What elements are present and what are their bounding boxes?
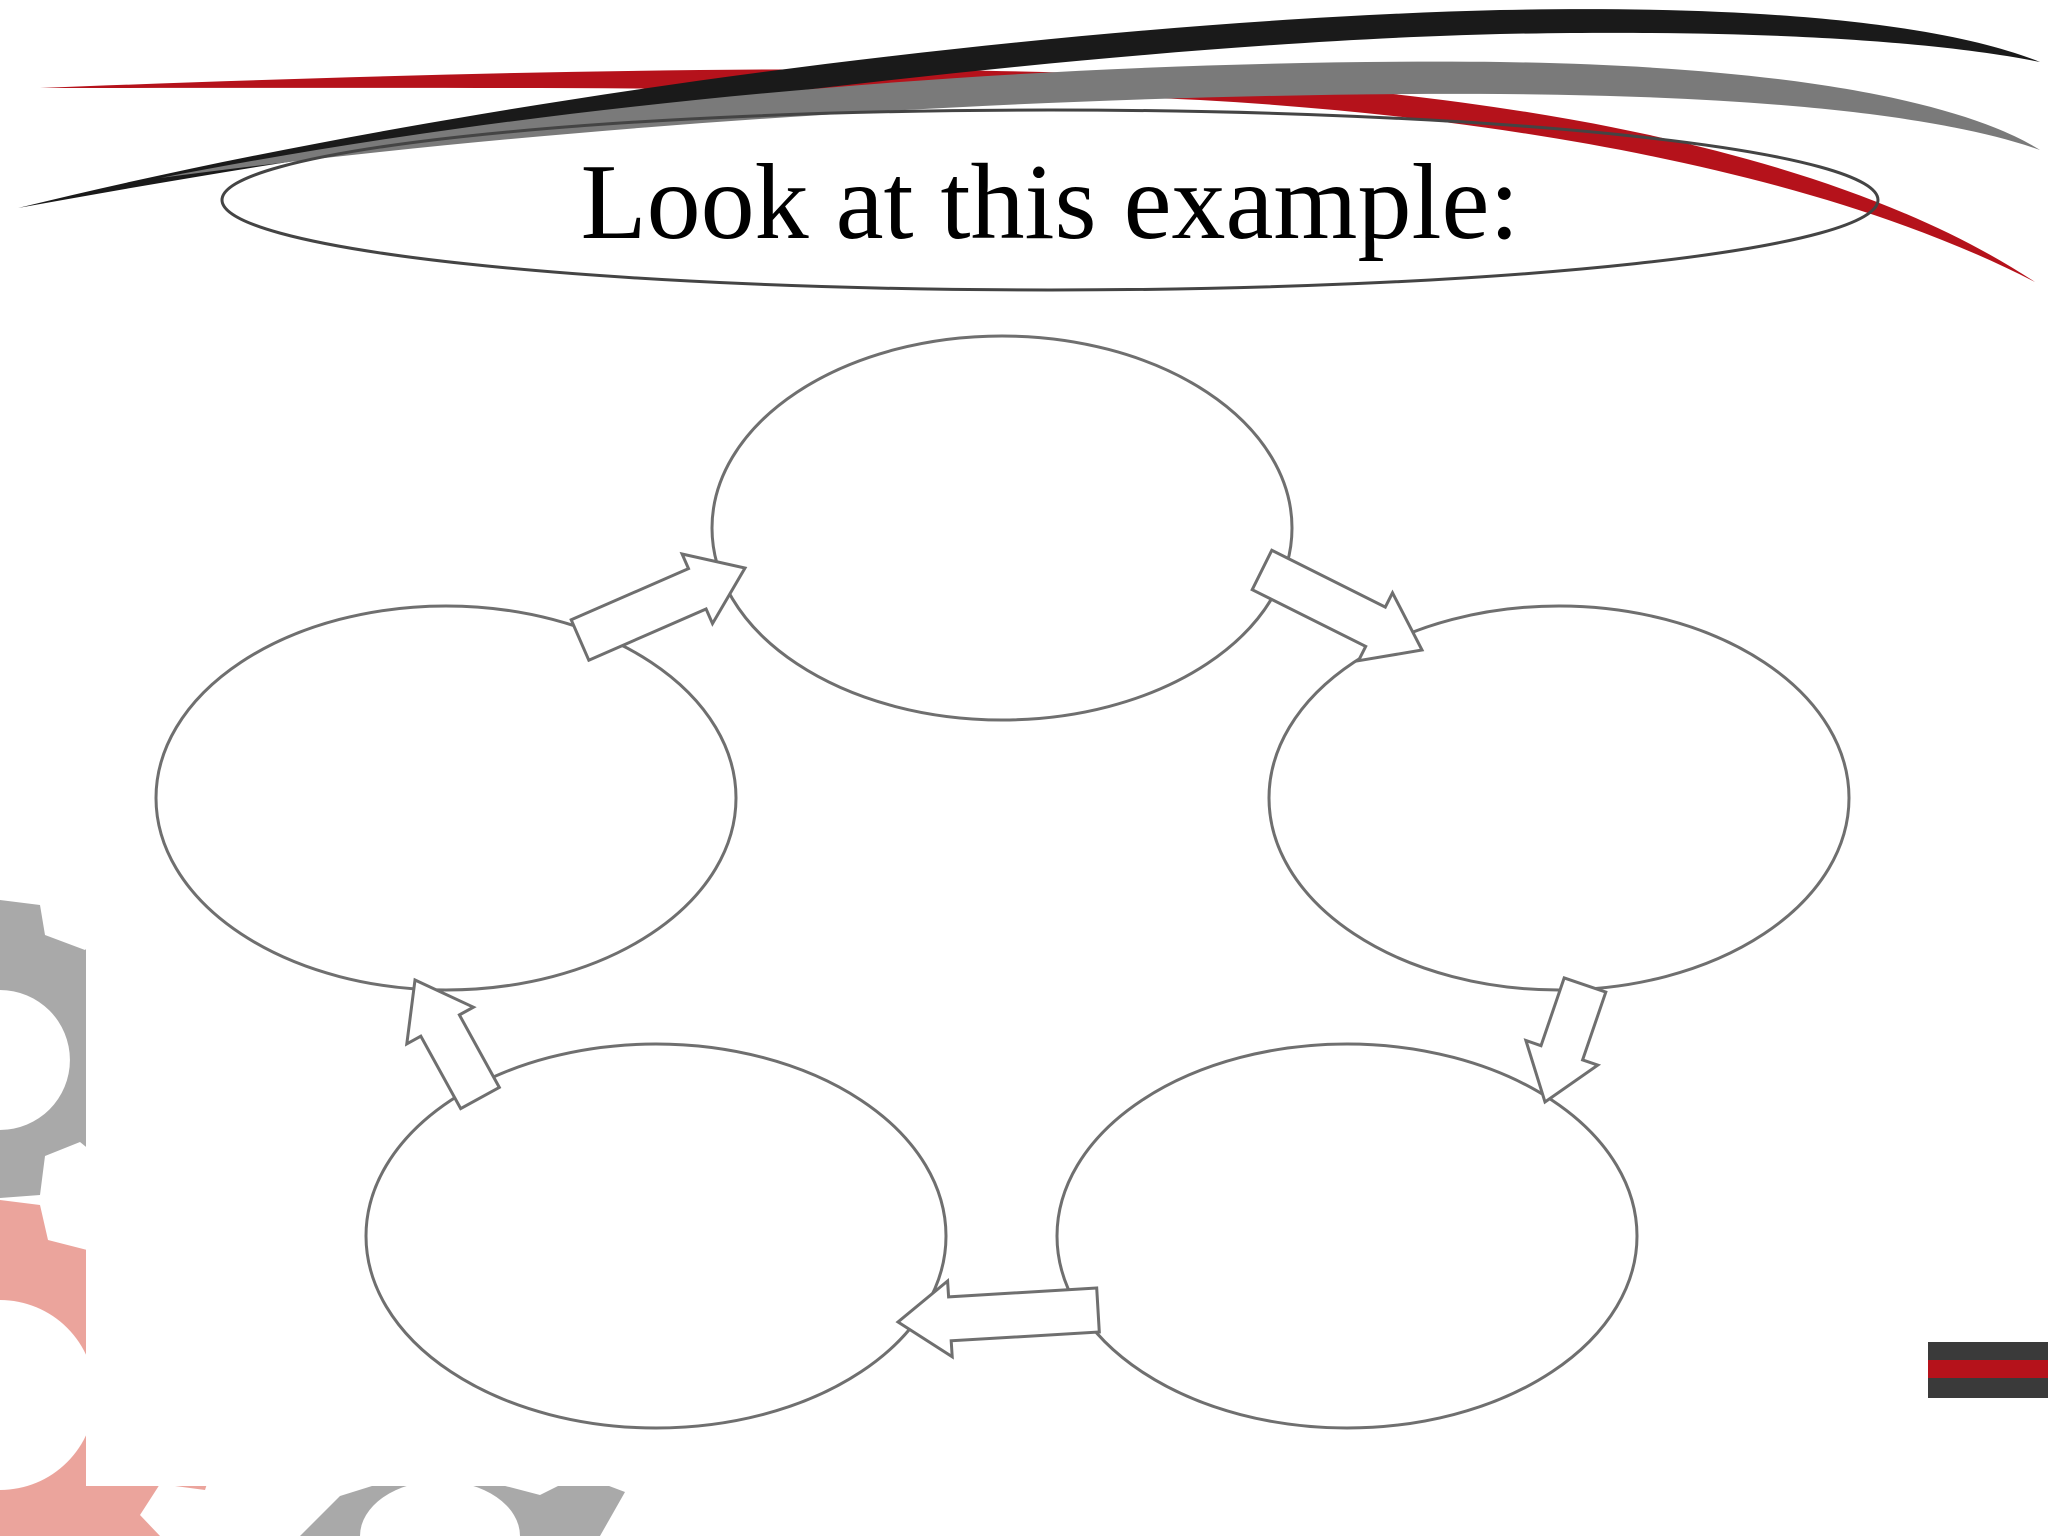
cycle-arrow-2 bbox=[1250, 548, 1425, 663]
cycle-arrow-1 bbox=[569, 551, 748, 663]
cycle-node-bottom-right bbox=[1055, 1042, 1639, 1430]
cycle-node-right bbox=[1267, 604, 1851, 992]
cycle-arrow-3 bbox=[1523, 975, 1608, 1105]
cycle-node-bottom-left bbox=[364, 1042, 948, 1430]
cycle-arrow-5 bbox=[404, 977, 502, 1111]
title-ellipse bbox=[220, 108, 1880, 292]
page-title: Look at this example: bbox=[580, 143, 1520, 262]
corner-marker bbox=[1928, 1342, 2048, 1398]
cycle-arrow-4 bbox=[895, 1277, 1101, 1360]
cycle-node-left bbox=[154, 604, 738, 992]
cycle-node-top bbox=[710, 334, 1294, 722]
gear-icon bbox=[300, 1460, 625, 1536]
header-swoosh bbox=[18, 9, 2040, 282]
